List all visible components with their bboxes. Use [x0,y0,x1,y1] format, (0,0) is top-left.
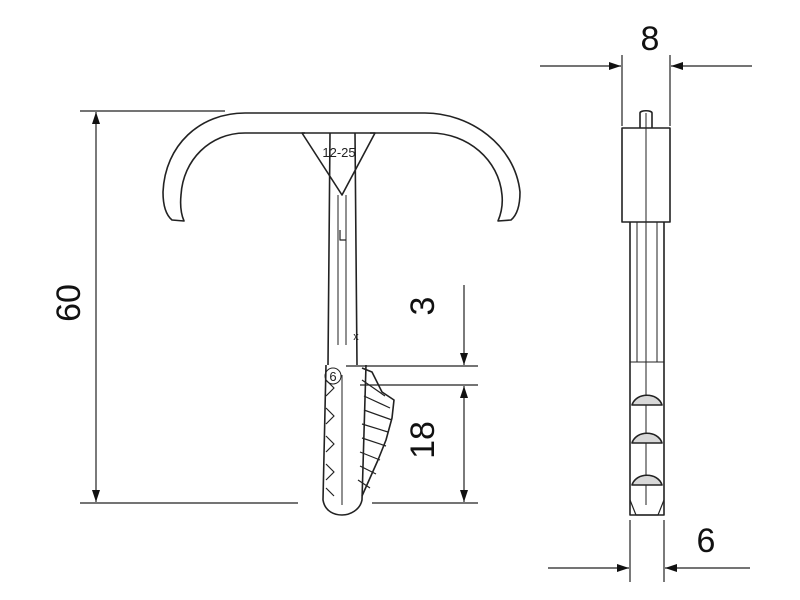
gap-value: 3 [404,297,442,316]
side-view [621,109,671,516]
size-label-plate [301,132,376,196]
side-head [621,127,671,223]
side-shaft [629,222,665,516]
circle-mark-ring [324,367,342,385]
side-slot-1 [631,394,663,406]
anchor-body [322,364,367,516]
front-view [162,112,521,516]
anchor-wedges [361,367,395,497]
top-width-value: 8 [641,20,660,58]
size-range-mark: 12-25 [322,145,355,160]
dimension-bottom-width [548,520,750,582]
side-slot-3 [631,474,663,486]
x-mark: x [353,331,359,343]
side-slot-2 [631,432,663,444]
dimension-overall-height [80,110,298,504]
right-hook [370,112,521,222]
dimension-gap-and-anchor [346,285,478,504]
anchor-length-value: 18 [404,421,442,459]
circle-mark: 6 [329,369,336,384]
left-hook [162,112,305,222]
bottom-width-value: 6 [697,522,716,560]
shaft [327,132,358,366]
overall-height-value: 60 [50,284,88,322]
dimension-top-width [540,55,752,126]
